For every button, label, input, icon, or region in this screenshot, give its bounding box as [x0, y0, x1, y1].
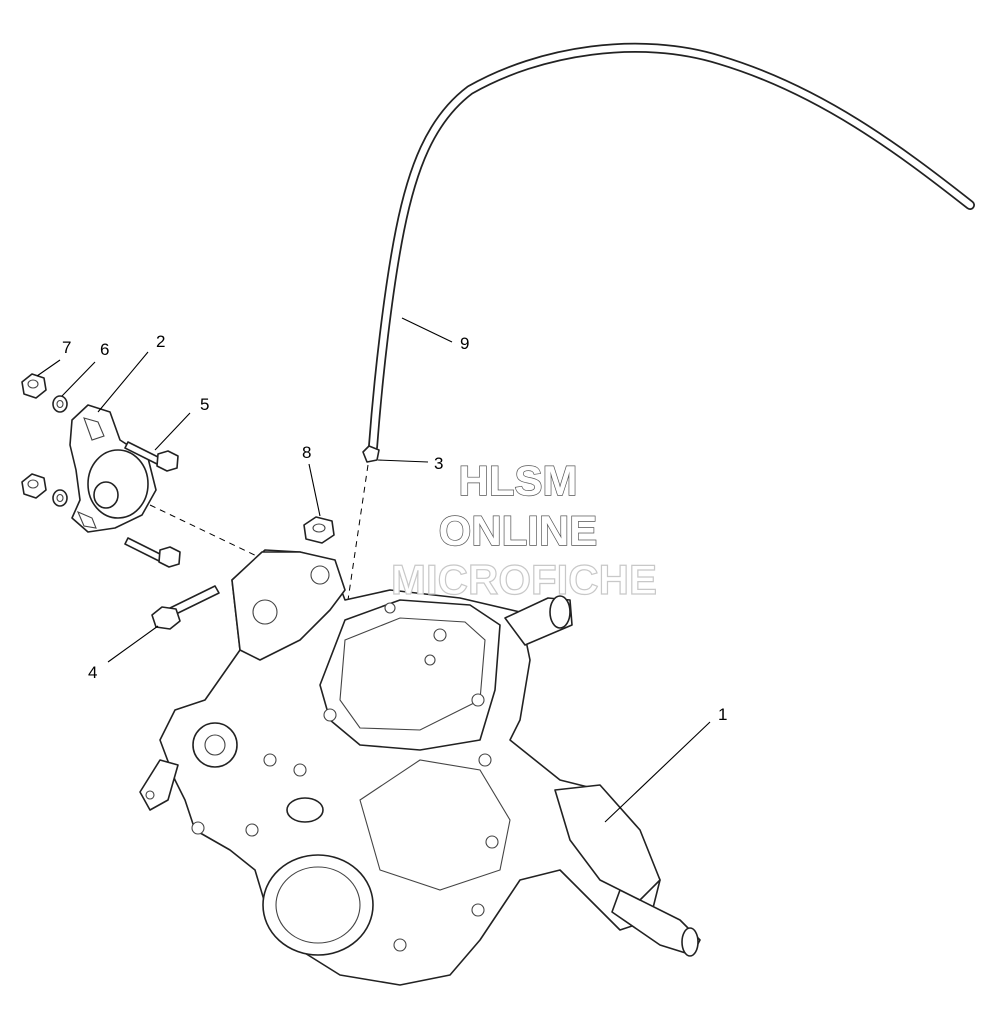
leader-line-9 — [401, 317, 453, 343]
bolt-part-5-lower[interactable] — [124, 537, 181, 568]
leader-line-3 — [377, 459, 429, 463]
transmission-housing-part-1[interactable] — [139, 549, 701, 986]
watermark-line-3: MICROFICHE — [391, 556, 657, 603]
vent-hose-part-9[interactable] — [368, 42, 975, 452]
callout-2: 2 — [156, 332, 165, 351]
nut-part-7-upper[interactable] — [21, 373, 47, 399]
bolt-part-4[interactable] — [151, 585, 220, 630]
callout-7: 7 — [62, 338, 71, 357]
leader-line-1 — [604, 721, 711, 823]
leader-line-5 — [154, 412, 191, 451]
callout-3: 3 — [434, 454, 443, 473]
nut-part-8[interactable] — [303, 516, 335, 544]
leader-line-4 — [107, 625, 159, 663]
callout-6: 6 — [100, 340, 109, 359]
leader-line-8 — [308, 463, 321, 517]
watermark-line-2: ONLINE — [439, 507, 598, 554]
nut-part-7-lower[interactable] — [21, 473, 47, 499]
leader-line-2 — [97, 351, 149, 413]
watermark-line-1: HLSM — [459, 457, 578, 504]
callout-1: 1 — [718, 705, 727, 724]
leader-line-6 — [61, 361, 96, 397]
callout-8: 8 — [302, 443, 311, 462]
speed-sensor-part-2[interactable] — [69, 404, 157, 533]
callout-9: 9 — [460, 334, 469, 353]
washer-part-6-lower[interactable] — [52, 489, 68, 507]
alignment-line-clamp — [347, 464, 369, 601]
hose-clamp-part-3[interactable] — [362, 445, 380, 463]
callout-5: 5 — [200, 395, 209, 414]
callout-4: 4 — [88, 663, 97, 682]
washer-part-6-upper[interactable] — [52, 395, 68, 413]
leader-line-7 — [36, 359, 61, 377]
bolt-part-5-upper[interactable] — [124, 441, 179, 472]
